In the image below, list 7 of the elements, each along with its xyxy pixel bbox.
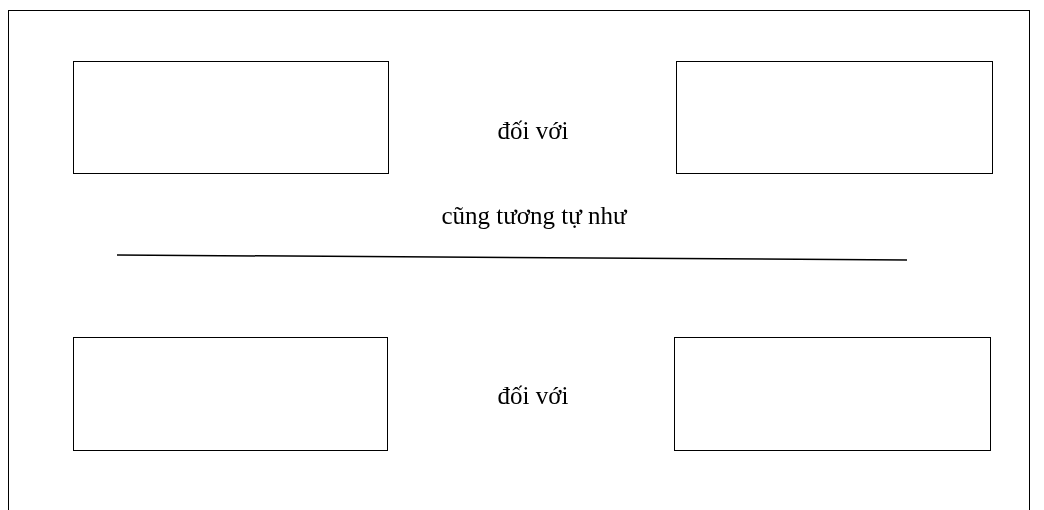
answer-box [676, 61, 993, 174]
answer-box [674, 337, 991, 451]
connecting-phrase: đối với [497, 382, 569, 410]
answer-box [73, 61, 389, 174]
connecting-phrase: cũng tương tự như [441, 202, 627, 230]
answer-box [73, 337, 388, 451]
connecting-phrase: đối với [497, 117, 569, 145]
